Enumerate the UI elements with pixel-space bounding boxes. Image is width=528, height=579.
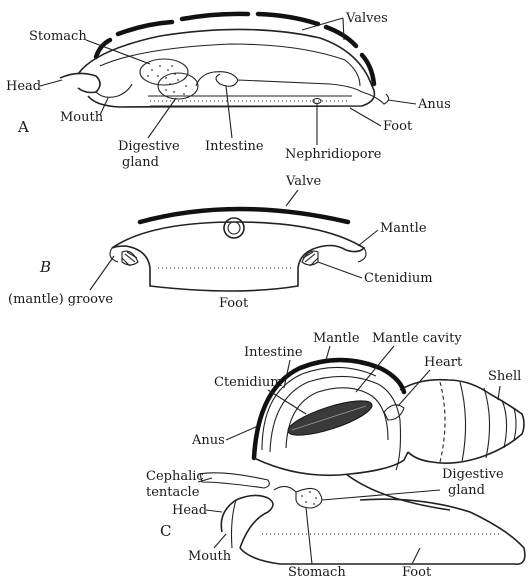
- label-mouth: Mouth: [60, 110, 104, 125]
- label-anus: Anus: [417, 97, 451, 112]
- label-ctenidium-c: Ctenidium: [214, 375, 283, 390]
- valve-arc: [140, 209, 348, 222]
- label-head: Head: [6, 79, 41, 94]
- label-mantle-groove: (mantle) groove: [8, 292, 113, 307]
- cephalic-tentacle: [200, 473, 269, 488]
- label-foot-c: Foot: [402, 565, 432, 579]
- chiton-intestine: [196, 72, 362, 92]
- snail-body: [254, 452, 408, 475]
- label-mouth-c: Mouth: [188, 549, 232, 564]
- valve-plates: [96, 14, 374, 84]
- label-nephridiopore: Nephridiopore: [285, 147, 382, 162]
- left-ctenidium: [122, 251, 138, 266]
- label-mantle-c: Mantle: [313, 331, 360, 346]
- panel-c-snail: Intestine Mantle Mantle cavity Heart She…: [146, 331, 525, 579]
- label-digestive-gland-1: Digestive: [118, 139, 180, 154]
- label-foot-a: Foot: [383, 119, 413, 134]
- stomach-stipple: [147, 65, 176, 79]
- panel-letter-c: C: [160, 522, 171, 540]
- label-cephalic-2: tentacle: [146, 485, 200, 500]
- right-ctenidium: [302, 251, 318, 266]
- chiton-mantle-line: [100, 44, 360, 86]
- gland-stipple: [165, 79, 187, 95]
- panel-b-cross-section: Valve Mantle Ctenidium (mantle) groove F…: [8, 174, 433, 311]
- label-intestine-c: Intestine: [244, 345, 303, 360]
- label-heart: Heart: [424, 355, 463, 370]
- chiton-anus: [362, 92, 389, 104]
- label-stomach-c: Stomach: [288, 565, 346, 579]
- snail-head: [221, 495, 273, 548]
- panel-letter-a: A: [17, 118, 29, 136]
- chiton-body-outline: [78, 29, 374, 107]
- label-valve: Valve: [285, 174, 321, 189]
- label-cephalic-1: Cephalic: [146, 469, 204, 484]
- label-anus-c: Anus: [191, 433, 225, 448]
- label-ctenidium-b: Ctenidium: [364, 271, 433, 286]
- dorsal-vessel: [224, 218, 244, 238]
- panel-letter-b: B: [39, 258, 51, 276]
- label-stomach: Stomach: [29, 29, 87, 44]
- snail-digestive-gland: [296, 488, 322, 508]
- snail-foot: [240, 499, 525, 564]
- chiton-head: [60, 73, 100, 92]
- snail-heart: [384, 405, 404, 420]
- snail-gland-stipple: [301, 491, 317, 505]
- label-shell: Shell: [488, 369, 521, 384]
- label-mantle-b: Mantle: [380, 221, 427, 236]
- label-digestive-gland-2: gland: [122, 155, 159, 170]
- chiton-pharynx: [96, 84, 132, 97]
- chiton-digestive-gland: [158, 73, 198, 99]
- label-digestive-gland-c1: Digestive: [442, 467, 504, 482]
- label-valves: Valves: [345, 11, 388, 26]
- label-foot-b: Foot: [219, 296, 249, 311]
- label-intestine: Intestine: [205, 139, 264, 154]
- label-head-c: Head: [172, 503, 207, 518]
- label-digestive-gland-c2: gland: [448, 483, 485, 498]
- label-mantle-cavity: Mantle cavity: [372, 331, 462, 346]
- panel-a-chiton: Valves Stomach Head Mouth Digestive glan…: [6, 11, 451, 170]
